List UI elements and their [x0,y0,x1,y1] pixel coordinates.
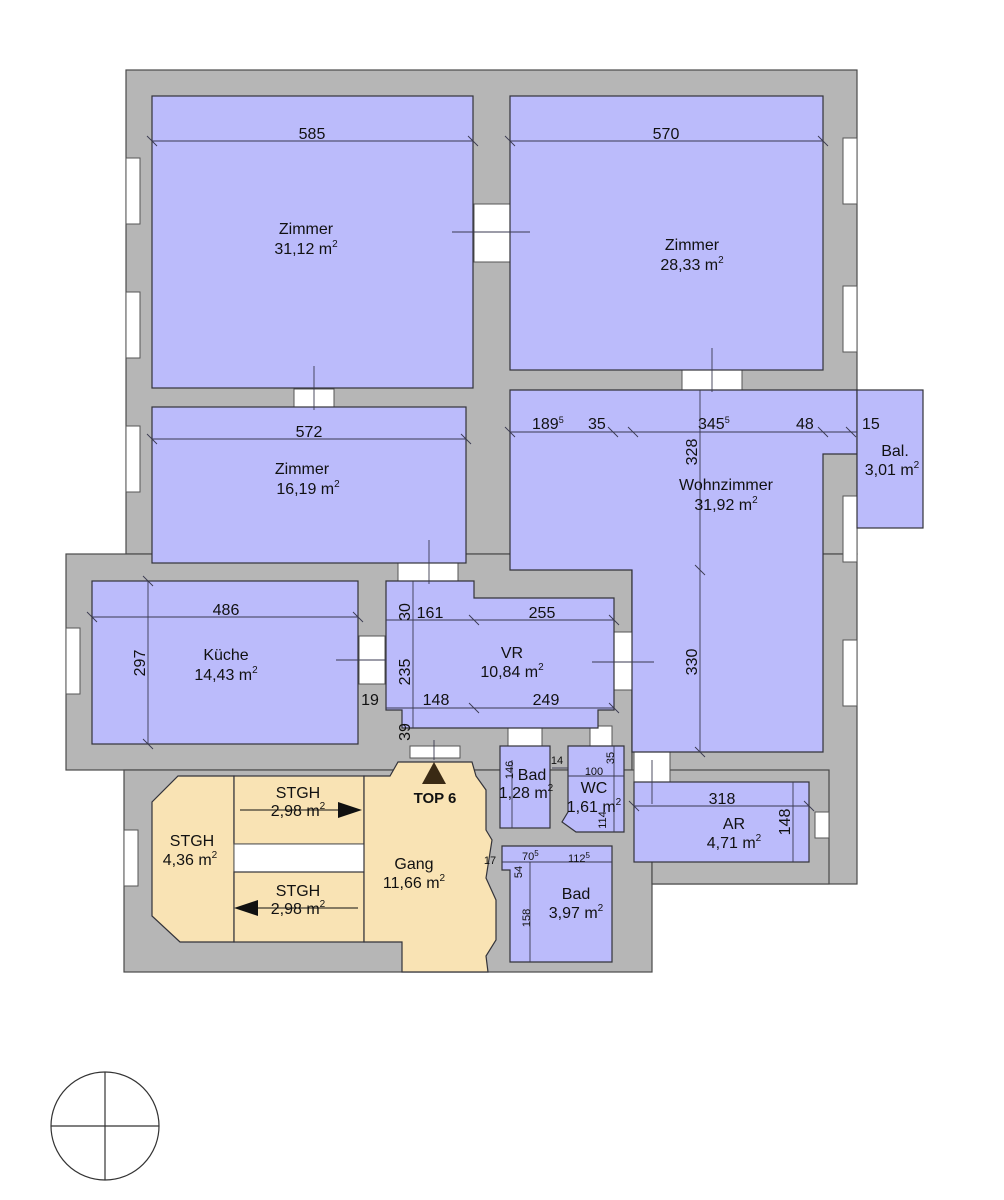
dim-wohn-height-top: 328 [684,439,701,466]
label-gang-area: 11,66 m2 [383,873,446,892]
stair-arrows [234,802,362,916]
dim-wc-b: 100 [585,766,603,778]
stair-down-arrow-icon [234,900,258,916]
dim-vr-d: 148 [423,692,450,709]
label-stgh-main-name: STGH [170,833,214,850]
room-gang [363,761,497,973]
dim-kueche-height: 297 [132,650,149,677]
label-zimmer-1-area: 31,12 m2 [274,239,338,258]
compass-icon [50,1071,160,1181]
label-zimmer-1-name: Zimmer [279,221,334,238]
dim-bad-2-d: 54 [513,866,525,878]
label-bad-1-name: Bad [518,767,546,784]
label-stgh-upper-area: 2,98 m2 [271,801,326,820]
rooms [91,95,924,963]
room-kueche [91,580,359,745]
dim-kueche-width: 486 [213,602,240,619]
dim-wohn-c: 3455 [698,415,730,433]
dim-wohn-d: 48 [796,416,814,433]
dim-wohn-height-bottom: 330 [684,649,701,676]
dim-wc-a: 14 [551,755,563,767]
label-kueche-name: Küche [203,647,248,664]
label-vr-name: VR [501,645,523,662]
dim-vr-b: 161 [417,605,444,622]
label-stgh-upper-name: STGH [276,785,320,802]
label-wc-name: WC [581,780,608,797]
stair-up-arrow-icon [338,802,362,818]
dim-wohn-e: 15 [862,416,880,433]
room-wc [561,745,625,833]
dim-bad-1-height: 146 [504,761,516,779]
dim-zimmer-2-width: 570 [653,126,680,143]
dim-vr-f: 39 [397,723,414,741]
dim-wc-c: 35 [605,752,617,764]
label-ar-area: 4,71 m2 [707,833,762,852]
label-zimmer-2-area: 28,33 m2 [660,255,724,274]
dimension-labels: 585 570 572 1895 35 3455 48 15 328 330 4… [132,126,880,927]
label-stgh-main-area: 4,36 m2 [163,850,218,869]
label-wc-area: 1,61 m2 [567,797,622,816]
label-bad-2-area: 3,97 m2 [549,903,604,922]
label-bad-2-name: Bad [562,886,590,903]
label-kueche-area: 14,43 m2 [194,665,258,684]
label-zimmer-3-name: Zimmer [275,461,330,478]
room-zimmer-1 [151,95,474,389]
dim-vr-wall: 19 [361,692,379,709]
label-ar-name: AR [723,816,745,833]
label-wohnzimmer-name: Wohnzimmer [679,477,774,494]
room-ar [633,781,810,863]
dim-vr-e: 249 [533,692,560,709]
room-bad-2 [501,845,613,963]
dim-bad-2-c: 1125 [568,851,591,865]
dimension-lines [86,135,857,962]
dim-vr-a: 30 [397,603,414,621]
label-balkon-name: Bal. [881,443,909,460]
room-labels: Zimmer 31,12 m2 Zimmer 28,33 m2 Zimmer 1… [163,221,920,922]
dim-ar-height: 148 [777,809,794,836]
entrance-arrow-icon [422,762,446,784]
label-vr-area: 10,84 m2 [480,662,544,681]
label-wohnzimmer-area: 31,92 m2 [694,495,758,514]
dim-bad-2-a: 17 [484,855,496,867]
dim-wohn-a: 1895 [532,415,564,433]
dim-zimmer-3-width: 572 [296,424,323,441]
label-stgh-lower-area: 2,98 m2 [271,899,326,918]
label-balkon-area: 3,01 m2 [865,460,920,479]
dim-vr-c: 255 [529,605,556,622]
room-balkon [856,389,924,529]
dim-wohn-b: 35 [588,416,606,433]
room-zimmer-2 [509,95,824,371]
room-bad-1 [499,745,551,829]
room-vr [385,580,615,729]
dim-bad-2-height: 158 [521,909,533,927]
label-bad-1-area: 1,28 m2 [499,783,554,802]
label-zimmer-3-area: 16,19 m2 [276,479,340,498]
dim-vr-height: 235 [397,659,414,686]
dim-wc-height: 114 [597,811,609,829]
dim-ar-width: 318 [709,791,736,808]
dim-zimmer-1-width: 585 [299,126,326,143]
room-zimmer-3 [151,406,467,564]
entrance-marker: TOP 6 [414,762,457,807]
dim-bad-2-b: 705 [522,849,539,863]
label-stgh-lower-name: STGH [276,883,320,900]
label-gang-name: Gang [394,856,433,873]
entrance-label: TOP 6 [414,790,457,807]
label-zimmer-2-name: Zimmer [665,237,720,254]
